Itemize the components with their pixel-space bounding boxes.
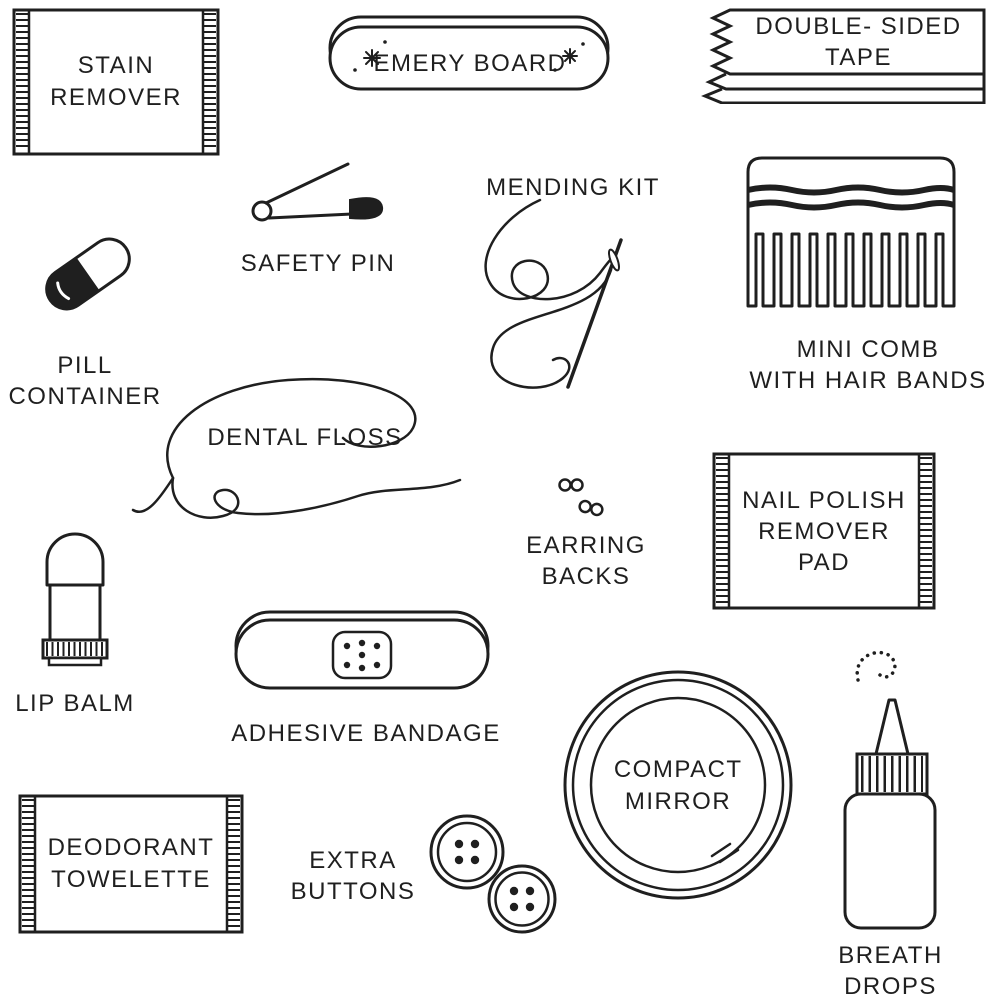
breath-drops bbox=[840, 644, 940, 936]
deodorant-towelette-label-line2: TOWELETTE bbox=[51, 866, 211, 893]
earring-backs-icon bbox=[558, 478, 604, 517]
breath-drops-label-line1: BREATH bbox=[838, 942, 943, 969]
emery-board-icon bbox=[328, 15, 610, 91]
double-sided-tape-icon bbox=[701, 8, 986, 104]
nail-polish-pad-label: NAIL POLISH REMOVER PAD bbox=[712, 452, 936, 610]
extra-buttons-label-line2: BUTTONS bbox=[290, 878, 416, 905]
pill-container bbox=[28, 222, 148, 327]
bandage-pad-dots bbox=[343, 639, 381, 672]
mending-kit-label: MENDING KIT bbox=[478, 172, 668, 203]
stain-remover-label: STAIN REMOVER bbox=[12, 8, 220, 156]
pill-container-label: PILL CONTAINER bbox=[0, 350, 170, 412]
buttons-icon bbox=[429, 814, 557, 934]
mini-comb bbox=[742, 150, 960, 312]
safety-pin-label: SAFETY PIN bbox=[228, 248, 408, 279]
mini-comb-label-line2: WITH HAIR BANDS bbox=[749, 367, 987, 394]
adhesive-bandage-icon bbox=[234, 610, 490, 690]
emery-board-label: EMERY BOARD bbox=[325, 48, 615, 79]
emery-board: EMERY BOARD bbox=[325, 12, 615, 98]
breath-drops-label: BREATH DROPS bbox=[818, 940, 963, 1000]
nail-polish-pad-packet: NAIL POLISH REMOVER PAD bbox=[712, 452, 936, 610]
compact-mirror-icon bbox=[563, 670, 793, 900]
needle-and-thread-icon bbox=[484, 198, 623, 389]
double-sided-tape-label: DOUBLE- SIDED TAPE bbox=[741, 11, 976, 73]
compact-mirror-label-line2: MIRROR bbox=[624, 788, 732, 815]
pill-container-label-line1: PILL bbox=[57, 352, 113, 379]
compact-mirror: COMPACT MIRROR bbox=[562, 666, 794, 904]
lip-balm-icon bbox=[41, 532, 109, 667]
nail-polish-pad-label-line1: NAIL POLISH bbox=[742, 486, 906, 514]
dental-floss bbox=[128, 368, 463, 538]
deodorant-towelette-label-line1: DEODORANT bbox=[47, 834, 215, 861]
adhesive-bandage-label-line1: ADHESIVE BANDAGE bbox=[231, 720, 501, 747]
stain-remover-packet-icon bbox=[12, 8, 220, 156]
dental-floss-label: DENTAL FLOSS bbox=[195, 422, 415, 453]
nail-polish-pad-icon bbox=[712, 452, 936, 610]
mending-kit bbox=[445, 190, 690, 415]
extra-buttons bbox=[418, 808, 568, 936]
adhesive-bandage-label: ADHESIVE BANDAGE bbox=[216, 718, 516, 749]
safety-pin bbox=[248, 158, 398, 230]
safety-pin-label-line1: SAFETY PIN bbox=[240, 250, 396, 277]
adhesive-bandage bbox=[232, 610, 492, 692]
nail-polish-pad-label-line2: REMOVER bbox=[758, 517, 890, 545]
mini-comb-icon bbox=[746, 156, 956, 308]
spray-dots-icon bbox=[855, 650, 897, 682]
compact-mirror-label: COMPACT MIRROR bbox=[592, 754, 764, 818]
breath-drops-label-line2: DROPS bbox=[844, 973, 937, 1000]
dental-floss-icon bbox=[131, 377, 462, 519]
sparkle-icon bbox=[363, 48, 578, 67]
safety-pin-icon bbox=[251, 162, 384, 222]
earring-backs-label-line1: EARRING bbox=[526, 532, 646, 559]
stain-remover-label-line1: STAIN bbox=[77, 52, 155, 79]
lip-balm-label-line1: LIP BALM bbox=[15, 690, 135, 717]
earring-backs-label: EARRING BACKS bbox=[516, 530, 656, 592]
earring-backs bbox=[553, 476, 615, 522]
breath-drops-icon bbox=[843, 650, 937, 930]
sparkle-dots bbox=[353, 40, 585, 72]
dental-floss-label-line1: DENTAL FLOSS bbox=[207, 424, 403, 451]
lip-balm-label: LIP BALM bbox=[5, 688, 145, 719]
mini-comb-label-line1: MINI COMB bbox=[796, 336, 940, 363]
deodorant-towelette-packet: DEODORANT TOWELETTE bbox=[18, 794, 244, 934]
extra-buttons-label-line1: EXTRA bbox=[309, 847, 397, 874]
mini-comb-label: MINI COMB WITH HAIR BANDS bbox=[738, 334, 995, 396]
double-sided-tape-label-line2: SIDED TAPE bbox=[825, 13, 962, 71]
extra-buttons-label: EXTRA BUTTONS bbox=[278, 845, 428, 907]
deodorant-towelette-icon bbox=[18, 794, 244, 934]
double-sided-tape: DOUBLE- SIDED TAPE bbox=[686, 4, 990, 104]
stain-remover-label-line2: REMOVER bbox=[50, 84, 182, 111]
earring-backs-label-line2: BACKS bbox=[541, 563, 631, 590]
hair-band-icon bbox=[747, 184, 955, 196]
mending-kit-label-line1: MENDING KIT bbox=[486, 174, 660, 201]
nail-polish-pad-label-line3: PAD bbox=[797, 548, 851, 576]
deodorant-towelette-label: DEODORANT TOWELETTE bbox=[18, 794, 244, 934]
pill-container-label-line2: CONTAINER bbox=[8, 383, 162, 410]
double-sided-tape-label-line1: DOUBLE- bbox=[755, 13, 873, 40]
compact-mirror-label-line1: COMPACT bbox=[613, 756, 743, 783]
pill-icon bbox=[45, 237, 131, 311]
stain-remover-packet: STAIN REMOVER bbox=[12, 8, 220, 156]
lip-balm bbox=[36, 526, 114, 668]
emery-board-label-line1: EMERY BOARD bbox=[373, 50, 567, 77]
mirror-shine-icon bbox=[710, 842, 740, 864]
hair-band-icon bbox=[747, 199, 955, 211]
